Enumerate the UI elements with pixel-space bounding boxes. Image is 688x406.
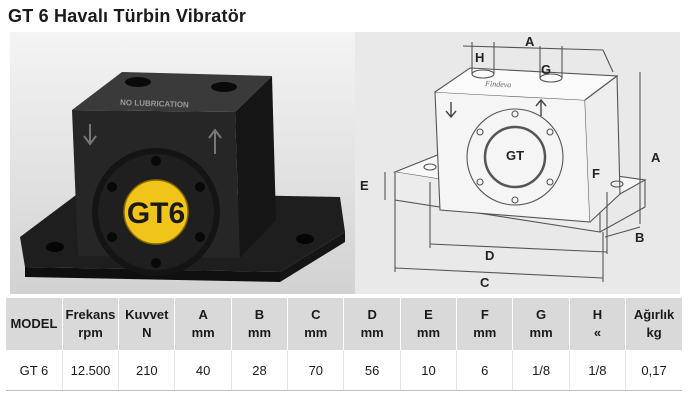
cell-d: 56: [343, 350, 401, 391]
technical-drawing: GT Findeva A A B C D E F G H: [355, 32, 680, 294]
cell-a: 40: [174, 350, 232, 391]
cell-frekans: 12.500: [62, 350, 120, 391]
cell-b: 28: [231, 350, 289, 391]
cell-h: 1/8: [569, 350, 627, 391]
dimension-drawing: GT Findeva A A B C D E F G H: [360, 34, 661, 290]
dim-g: G: [541, 62, 551, 77]
cell-model: GT 6: [6, 350, 63, 391]
cell-e: 10: [400, 350, 458, 391]
drawing-center-label: GT: [506, 148, 524, 163]
dim-a-side: A: [651, 150, 661, 165]
cell-g: 1/8: [512, 350, 570, 391]
drawing-brand-text: Findeva: [484, 79, 512, 89]
dim-c: C: [480, 275, 490, 290]
vibrator-photo-illustration: NO LUBRICATION GT6: [10, 32, 355, 294]
cell-agirlik: 0,17: [625, 350, 682, 391]
dim-f: F: [592, 166, 600, 181]
product-photo: NO LUBRICATION GT6: [10, 32, 355, 294]
table-row: GT 6 12.500 210 40 28 70 56 10 6 1/8 1/8…: [6, 350, 682, 391]
photo-top-text: NO LUBRICATION: [120, 98, 189, 109]
dim-b: B: [635, 230, 644, 245]
header-h: H«: [569, 298, 627, 350]
cell-f: 6: [456, 350, 514, 391]
dim-d: D: [485, 248, 494, 263]
header-model: MODEL: [6, 298, 63, 350]
dim-a-top: A: [525, 34, 535, 49]
dim-h: H: [475, 50, 484, 65]
page-title: GT 6 Havalı Türbin Vibratör: [8, 6, 247, 26]
cell-kuvvet: 210: [118, 350, 176, 391]
cell-c: 70: [287, 350, 345, 391]
dim-e: E: [360, 178, 369, 193]
gt6-label: GT6: [127, 197, 185, 230]
